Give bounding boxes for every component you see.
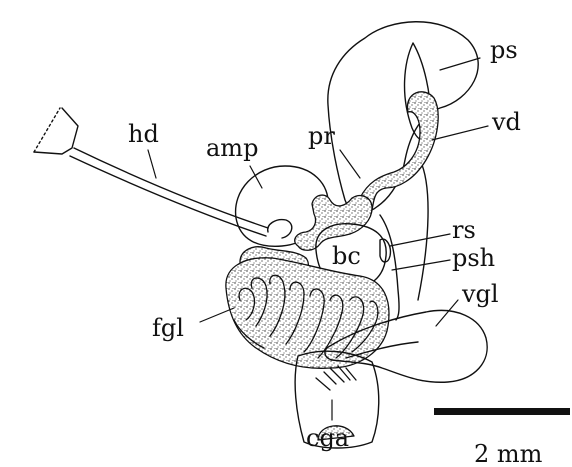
leader-pr bbox=[340, 150, 360, 178]
label-amp: amp bbox=[206, 134, 258, 162]
leader-fgl bbox=[200, 308, 234, 322]
label-cga: cga bbox=[306, 424, 349, 452]
ampulla-coil bbox=[268, 220, 292, 238]
label-ps: ps bbox=[490, 36, 518, 64]
female-gland bbox=[226, 258, 389, 369]
gonad-cut-edge bbox=[34, 108, 60, 152]
leader-rs bbox=[390, 234, 450, 246]
label-bc: bc bbox=[332, 242, 361, 270]
label-rs: rs bbox=[452, 216, 476, 244]
leader-amp bbox=[250, 166, 262, 188]
hermaphroditic-duct-edge bbox=[70, 156, 266, 236]
scale-bar bbox=[434, 408, 570, 415]
atrium-striation-1 bbox=[316, 366, 356, 390]
label-pr: pr bbox=[308, 122, 335, 150]
gonad-fragment bbox=[34, 108, 78, 154]
label-hd: hd bbox=[128, 120, 159, 148]
leader-psh bbox=[392, 260, 450, 270]
scale-bar-label: 2 mm bbox=[474, 440, 543, 467]
label-vgl: vgl bbox=[461, 280, 499, 308]
leader-ps bbox=[440, 58, 480, 70]
label-fgl: fgl bbox=[152, 314, 184, 342]
leader-vd bbox=[432, 126, 488, 140]
leader-hd bbox=[148, 150, 156, 178]
label-psh: psh bbox=[452, 244, 495, 272]
label-vd: vd bbox=[491, 108, 521, 136]
leader-vgl bbox=[436, 300, 458, 326]
